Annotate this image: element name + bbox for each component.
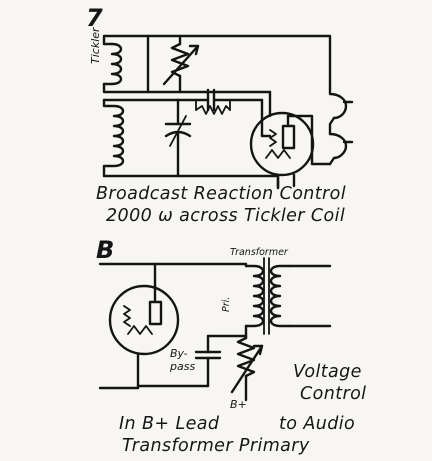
vacuum-tube-fig8 — [108, 284, 180, 390]
bypass-label-line-1: By- — [170, 347, 188, 360]
figure-8-circuit — [98, 257, 332, 402]
voltage-control-line-1: Voltage — [293, 362, 362, 382]
tickler-label: Tickler — [89, 27, 102, 64]
plate-to-primary — [153, 262, 248, 268]
tickler-coil — [102, 42, 123, 86]
plate-lead — [286, 114, 332, 166]
figure-7-number: 7 — [86, 4, 103, 32]
bypass-condenser — [136, 334, 248, 388]
figure-7-caption-line-1: Broadcast Reaction Control — [96, 184, 347, 204]
tuning-variable-capacitor — [164, 98, 192, 178]
figure-8-caption-line-2: Transformer Primary — [122, 436, 310, 456]
grid-condenser-and-leak — [176, 88, 272, 138]
figure-7-caption-line-2: 2000 ω across Tickler Coil — [106, 206, 346, 226]
voltage-control-line-3: to Audio — [279, 414, 356, 434]
tickler-bottom-wire — [102, 86, 150, 94]
figure-8-caption-line-1: In B+ Lead — [119, 414, 220, 434]
headphones — [328, 86, 354, 166]
audio-transformer — [244, 257, 332, 335]
primary-label: Pri. — [221, 296, 232, 312]
bypass-label-line-2: pass — [170, 360, 196, 373]
tickler-top-wire — [102, 34, 332, 90]
transformer-label: Transformer — [230, 247, 288, 258]
tuning-coil — [102, 98, 180, 178]
b-plus-label: B+ — [230, 398, 247, 411]
figure-8-number: B — [96, 236, 115, 264]
input-wire — [98, 262, 157, 288]
figure-7-circuit — [102, 34, 354, 190]
filament-return — [176, 174, 280, 190]
voltage-control-line-2: Control — [300, 384, 367, 404]
